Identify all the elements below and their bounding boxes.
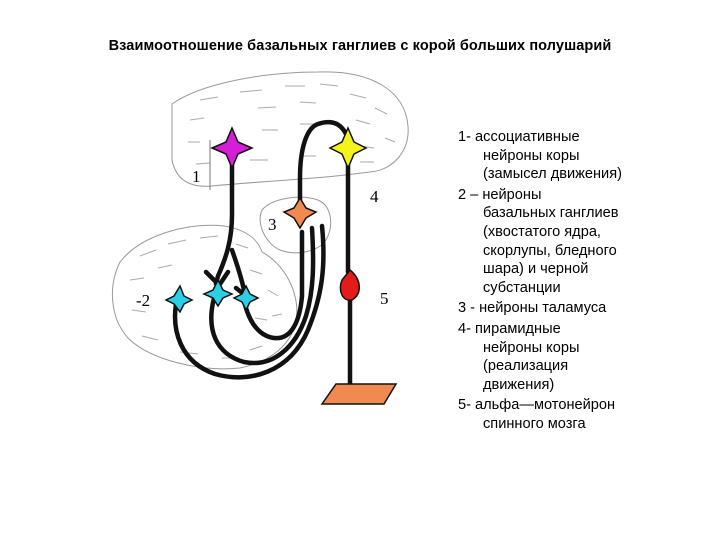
cortex-outline [171, 71, 409, 187]
legend-line: базальных ганглиев [483, 205, 619, 222]
legend-item-4: 4- пирамидные нейроны коры (реализация д… [458, 320, 708, 394]
basal-ganglia-shading [129, 235, 283, 359]
legend-line: субстанции [483, 279, 561, 296]
neuron-basal-ganglia-3 [232, 284, 260, 312]
label-1: 1 [192, 167, 201, 186]
legend-line: шара) и черной [483, 261, 589, 278]
label-2: -2 [136, 291, 150, 310]
legend-item-1: 1- ассоциативные нейроны коры (замысел д… [458, 128, 708, 184]
legend-head: 3 - нейроны таламуса [458, 300, 607, 317]
legend-item-3: 3 - нейроны таламуса [458, 299, 708, 318]
legend-item-5: 5- альфа—мотонейрон спинного мозга [458, 396, 708, 433]
legend-head: 2 – нейроны [458, 186, 542, 203]
neuron-basal-ganglia-2 [202, 278, 234, 308]
legend-item-2: 2 – нейроны базальных ганглиев (хвостато… [458, 186, 708, 298]
loop-middle [209, 225, 316, 366]
axon-4-apical [297, 119, 349, 209]
legend-line: (реализация [483, 358, 569, 375]
legend-line: скорлупы, бледного [483, 242, 617, 259]
legend-head: 1- ассоциативные [458, 129, 580, 145]
legend-line: спинного мозга [483, 415, 586, 432]
legend-line: нейроны коры [483, 147, 580, 164]
legend-line: движения) [483, 376, 555, 393]
neuron-associative-cortex [210, 126, 254, 170]
label-3: 3 [268, 215, 277, 234]
axon-1-branch [229, 247, 247, 293]
loop-outer [172, 223, 326, 380]
label-4: 4 [370, 187, 379, 206]
label-5: 5 [380, 289, 389, 308]
page-title: Взаимоотношение базальных ганглиев с кор… [108, 38, 612, 54]
spinal-plate [320, 383, 398, 405]
legend-line: (хвостатого ядра, [483, 223, 601, 240]
cortex-shading [188, 83, 396, 165]
neuron-thalamus [282, 196, 318, 230]
legend-line: (замысел движения) [483, 166, 622, 183]
legend-head: 4- пирамидные [458, 320, 561, 337]
neuron-alpha-motoneuron [339, 268, 360, 301]
axon-1-to-2 [213, 159, 235, 287]
legend: 1- ассоциативные нейроны коры (замысел д… [458, 128, 708, 436]
neuron-pyramidal-cortex [328, 126, 368, 170]
legend-line: нейроны коры [483, 339, 580, 356]
loop-inner [241, 229, 305, 341]
axon-pathways [172, 119, 353, 387]
neuron-basal-ganglia-1 [164, 284, 194, 314]
legend-head: 5- альфа—мотонейрон [458, 397, 616, 414]
